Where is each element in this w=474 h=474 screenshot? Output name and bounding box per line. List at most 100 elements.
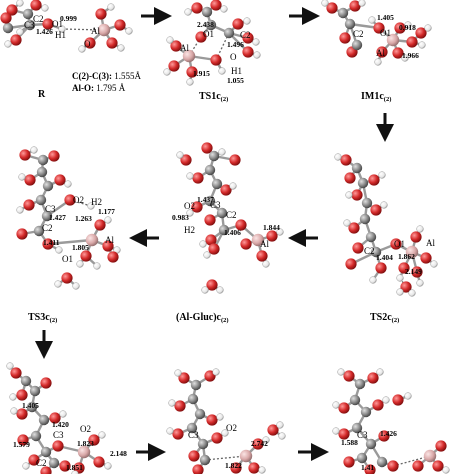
hydrogen-atom xyxy=(72,282,80,290)
oxygen-atom xyxy=(343,456,355,468)
carbon-atom xyxy=(365,231,377,243)
bond-distance: 1.055 xyxy=(227,76,244,85)
oxygen-atom xyxy=(387,460,399,472)
hydrogen-atom xyxy=(368,16,376,24)
panel-bottom-1: C3 O2 C2 1.405 1.420 1.579 1.823 2.148 1… xyxy=(13,401,127,472)
bond-distance: 1.966 xyxy=(402,51,419,60)
hydrogen-atom xyxy=(78,45,86,53)
aluminum-atom xyxy=(182,49,196,63)
carbon-atom xyxy=(344,18,356,30)
oxygen-atom xyxy=(195,31,207,43)
atom-label-c2: C2 xyxy=(364,246,375,256)
hydrogen-atom xyxy=(262,436,270,444)
molecule-bottom-3 xyxy=(332,368,450,474)
oxygen-atom xyxy=(232,18,244,30)
oxygen-atom xyxy=(40,377,52,389)
carbon-atom xyxy=(38,414,50,426)
hydrogen-atom xyxy=(4,40,12,48)
oxygen-atom xyxy=(201,142,213,154)
oxygen-atom xyxy=(24,174,36,186)
oxygen-atom xyxy=(351,189,363,201)
atom-label-c2: C2 xyxy=(33,14,44,24)
oxygen-atom xyxy=(19,149,31,161)
hydrogen-atom xyxy=(18,173,26,181)
atom-label-c3: C3 xyxy=(188,430,199,440)
oxygen-atom xyxy=(326,2,338,14)
panel-title-ts1: TS1c(2) xyxy=(199,91,228,103)
hydrogen-atom xyxy=(216,286,224,294)
bond-distance: 1.588 xyxy=(341,438,358,447)
oxygen-atom xyxy=(340,154,352,166)
carbon-atom xyxy=(33,225,45,237)
panel-al-gluc: O2 C3 C2 H2 Al 1.437 0.983 1.406 1.844 (… xyxy=(172,195,280,324)
molecule-al-gluc xyxy=(176,142,284,294)
oxygen-atom xyxy=(80,250,92,262)
oxygen-atom xyxy=(372,399,384,411)
oxygen-atom xyxy=(102,240,114,252)
oxygen-atom xyxy=(23,199,35,211)
panel-ts2: C2 O1 Al 1.862 1.404 2.149 TS2c(2) xyxy=(364,238,435,324)
hydrogen-atom xyxy=(321,0,329,7)
oxygen-atom xyxy=(256,250,268,262)
bond-distance: 0.999 xyxy=(60,14,77,23)
hydrogen-atom xyxy=(16,206,24,214)
oxygen-atom xyxy=(349,0,361,12)
aluminum-atom xyxy=(77,445,91,459)
hydrogen-atom xyxy=(404,21,412,29)
hydrogen-atom xyxy=(262,260,270,268)
oxygen-atom xyxy=(230,462,242,474)
panel-r: C2 C3 O1 H1 Al O 0.999 1.426 C(2)-C(3): … xyxy=(24,14,141,100)
hydrogen-atom xyxy=(396,274,404,282)
oxygen-atom xyxy=(344,172,356,184)
bond-distance: 1.420 xyxy=(52,420,69,429)
hydrogen-atom xyxy=(424,24,432,32)
carbon-atom xyxy=(357,177,369,189)
hydrogen-atom xyxy=(87,202,95,210)
bond-distance: 1.915 xyxy=(193,69,210,78)
hydrogen-atom xyxy=(186,209,194,217)
oxygen-atom xyxy=(206,279,218,291)
hydrogen-atom xyxy=(229,182,237,190)
bond-distance: 1.426 xyxy=(380,429,397,438)
hydrogen-atom xyxy=(117,44,125,52)
atom-label-o: O xyxy=(230,52,237,62)
hydrogen-atom xyxy=(212,368,220,376)
molecule-ts3 xyxy=(16,146,121,290)
atom-label-al: Al xyxy=(426,238,435,248)
oxygen-atom xyxy=(42,238,54,250)
oxygen-atom xyxy=(191,201,203,213)
hydrogen-atom xyxy=(59,410,67,418)
hydrogen-atom xyxy=(276,228,284,236)
aluminum-atom xyxy=(97,23,111,37)
hydrogen-atom xyxy=(442,466,450,474)
oxygen-atom xyxy=(178,372,190,384)
oxygen-atom xyxy=(30,0,42,11)
carbon-atom xyxy=(351,162,363,174)
oxygen-atom xyxy=(398,262,410,274)
oxygen-atom xyxy=(17,434,29,446)
hydrogen-atom xyxy=(71,470,79,474)
hydrogen-atom xyxy=(382,396,390,404)
oxygen-atom xyxy=(345,258,357,270)
oxygen-atom xyxy=(432,460,444,472)
carbon-atom xyxy=(208,150,220,162)
oxygen-atom xyxy=(394,22,406,34)
atom-label-h1: H1 xyxy=(231,66,242,76)
oxygen-atom xyxy=(107,251,119,263)
oxygen-atom xyxy=(339,32,351,44)
oxygen-atom xyxy=(16,389,28,401)
atom-label-h1: H1 xyxy=(55,30,66,40)
oxygen-atom xyxy=(392,394,404,406)
carbon-atom xyxy=(376,456,388,468)
hydrogen-atom xyxy=(76,260,84,268)
hydrogen-atom xyxy=(252,38,260,46)
oxygen-atom xyxy=(10,367,22,379)
oxygen-atom xyxy=(16,228,28,240)
carbon-atom xyxy=(24,19,36,31)
atom-label-c2: C2 xyxy=(353,29,364,39)
oxygen-atom xyxy=(84,37,96,49)
carbon-atom xyxy=(354,378,366,390)
hydrogen-atom xyxy=(125,27,133,35)
hydrogen-atom xyxy=(332,401,340,409)
oxygen-atom xyxy=(248,462,260,474)
